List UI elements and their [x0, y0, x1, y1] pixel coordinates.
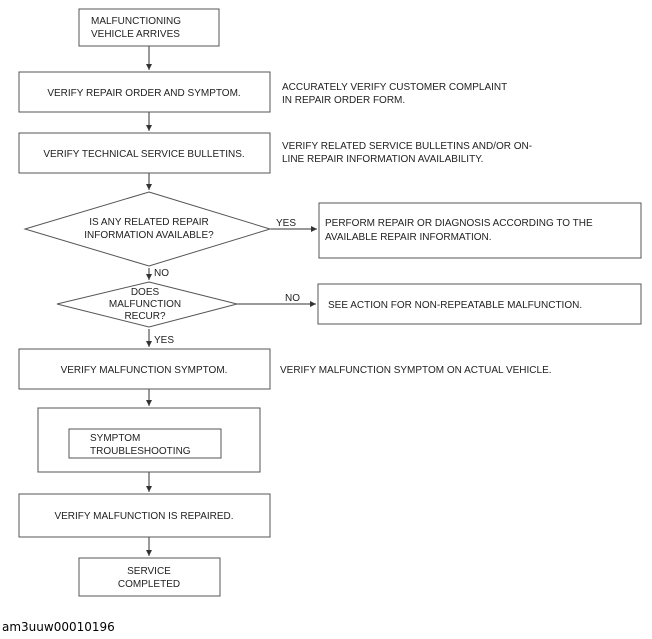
note-verify-repair-order-line-1: ACCURATELY VERIFY CUSTOMER COMPLAINT [282, 82, 507, 93]
step-service-completed: SERVICE COMPLETED [78, 557, 221, 597]
step-verify-repair-order: VERIFY REPAIR ORDER AND SYMPTOM. [18, 71, 271, 113]
decision-recur-line-2: MALFUNCTION [109, 299, 181, 310]
step-vehicle-arrives-line-2: VEHICLE ARRIVES [91, 29, 180, 40]
step-vehicle-arrives: MALFUNCTIONING VEHICLE ARRIVES [78, 8, 220, 47]
step-service-completed-line-1: SERVICE [127, 566, 171, 577]
step-symptom-troubleshooting: SYMPTOM TROUBLESHOOTING [37, 407, 261, 473]
step-verify-service-bulletins: VERIFY TECHNICAL SERVICE BULLETINS. [18, 132, 271, 174]
edge-label-recur-yes: YES [154, 335, 174, 346]
step-verify-malfunction-symptom: VERIFY MALFUNCTION SYMPTOM. [18, 348, 271, 390]
note-verify-symptom: VERIFY MALFUNCTION SYMPTOM ON ACTUAL VEH… [280, 365, 552, 376]
step-verify-repaired-label: VERIFY MALFUNCTION IS REPAIRED. [54, 511, 233, 522]
edge-label-info-no: NO [154, 268, 169, 279]
step-non-repeatable-malfunction: SEE ACTION FOR NON-REPEATABLE MALFUNCTIO… [317, 283, 642, 325]
step-troubleshooting-line-1: SYMPTOM [90, 433, 140, 444]
note-verify-service-bulletins-line-1: VERIFY RELATED SERVICE BULLETINS AND/OR … [282, 141, 532, 152]
step-verify-service-bulletins-label: VERIFY TECHNICAL SERVICE BULLETINS. [43, 149, 244, 160]
step-troubleshooting-line-2: TROUBLESHOOTING [90, 446, 191, 457]
decision-repair-info-line-2: INFORMATION AVAILABLE? [84, 230, 214, 241]
note-verify-repair-order-line-2: IN REPAIR ORDER FORM. [282, 95, 405, 106]
step-vehicle-arrives-line-1: MALFUNCTIONING [91, 16, 181, 27]
step-perform-repair: PERFORM REPAIR OR DIAGNOSIS ACCORDING TO… [318, 202, 642, 259]
decision-repair-info-line-1: IS ANY RELATED REPAIR [89, 217, 208, 228]
step-verify-malfunction-repaired: VERIFY MALFUNCTION IS REPAIRED. [18, 493, 271, 538]
note-verify-service-bulletins-line-2: LINE REPAIR INFORMATION AVAILABILITY. [282, 154, 483, 165]
edge-label-recur-no: NO [285, 293, 300, 304]
step-perform-repair-line-1: PERFORM REPAIR OR DIAGNOSIS ACCORDING TO… [325, 218, 593, 229]
connectors [146, 46, 317, 556]
decision-recur-line-3: RECUR? [124, 311, 166, 322]
figure-id: am3uuw00010196 [2, 620, 115, 634]
decision-malfunction-recur: DOES MALFUNCTION RECUR? [56, 281, 238, 328]
step-verify-repair-order-label: VERIFY REPAIR ORDER AND SYMPTOM. [47, 88, 240, 99]
decision-recur-line-1: DOES [131, 287, 160, 298]
step-perform-repair-line-2: AVAILABLE REPAIR INFORMATION. [325, 232, 492, 243]
decision-repair-info-available: IS ANY RELATED REPAIR INFORMATION AVAILA… [23, 191, 272, 267]
step-verify-symptom-label: VERIFY MALFUNCTION SYMPTOM. [61, 365, 228, 376]
step-service-completed-line-2: COMPLETED [118, 579, 180, 590]
edge-label-info-yes: YES [276, 218, 296, 229]
step-non-repeatable-label: SEE ACTION FOR NON-REPEATABLE MALFUNCTIO… [328, 300, 582, 311]
